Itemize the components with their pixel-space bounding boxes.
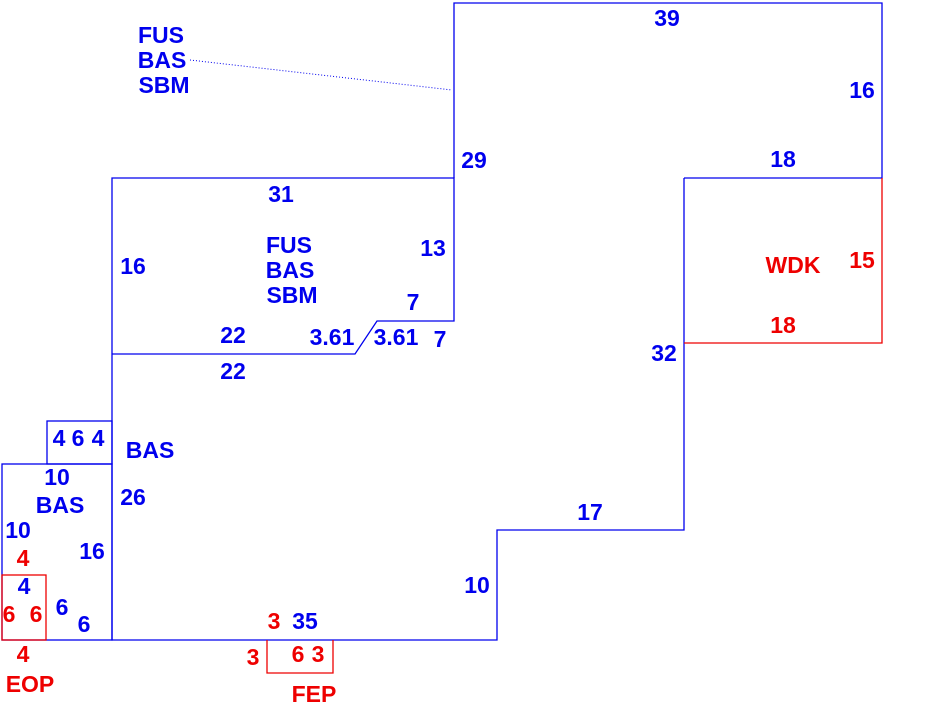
dimension: 16 [79, 538, 105, 564]
dimension: 7 [434, 326, 447, 352]
dimension: 17 [577, 499, 603, 525]
dimension: 3 [312, 641, 325, 667]
upper-left-section [111, 177, 455, 355]
dimension: 22 [220, 358, 246, 384]
dimension: 16 [120, 253, 146, 279]
label-wdk: WDK [766, 252, 821, 278]
dimension: 6 [30, 601, 43, 627]
fep-box [266, 640, 334, 674]
dimension: 3.61 [374, 324, 419, 350]
label-sbm: SBM [266, 282, 317, 308]
left-bas-box [1, 463, 113, 641]
dimension: 10 [5, 517, 31, 543]
dimension: 15 [849, 247, 875, 273]
dimension: 13 [420, 235, 446, 261]
dimension: 3 [268, 608, 281, 634]
eop-box [1, 574, 47, 641]
dimension: 6 [72, 425, 85, 451]
dimension: 39 [654, 5, 680, 31]
label-fus: FUS [266, 232, 312, 258]
dimension: 10 [44, 464, 70, 490]
label-fus: FUS [138, 22, 184, 48]
dimension: 3.61 [310, 324, 355, 350]
label-bas: BAS [266, 257, 315, 283]
dimension: 6 [78, 611, 91, 637]
dimension: 31 [268, 181, 294, 207]
upper-right-section [453, 2, 883, 179]
label-bas: BAS [138, 47, 187, 73]
label-sbm: SBM [138, 72, 189, 98]
dimension: 35 [292, 608, 318, 634]
dimension: 4 [53, 425, 66, 451]
dimension: 7 [407, 289, 420, 315]
dimension: 6 [292, 641, 305, 667]
dimension: 4 [92, 425, 105, 451]
dimension: 16 [849, 77, 875, 103]
dimension: 4 [17, 641, 30, 667]
dimension: 4 [18, 573, 31, 599]
label-bas: BAS [126, 437, 175, 463]
main-section [111, 178, 685, 641]
dimension: 18 [770, 146, 796, 172]
dimension: 29 [461, 147, 487, 173]
dimension: 3 [247, 644, 260, 670]
label-fep: FEP [292, 681, 337, 707]
dimension: 26 [120, 484, 146, 510]
dimension: 32 [651, 340, 677, 366]
dimension: 6 [3, 601, 16, 627]
dimension: 4 [17, 545, 30, 571]
leader-line [189, 59, 453, 91]
label-bas: BAS [36, 492, 85, 518]
label-eop: EOP [6, 671, 55, 697]
wdk-box [684, 178, 883, 344]
dimension: 6 [56, 594, 69, 620]
dimension: 10 [464, 572, 490, 598]
dimension: 22 [220, 322, 246, 348]
dimension: 18 [770, 312, 796, 338]
